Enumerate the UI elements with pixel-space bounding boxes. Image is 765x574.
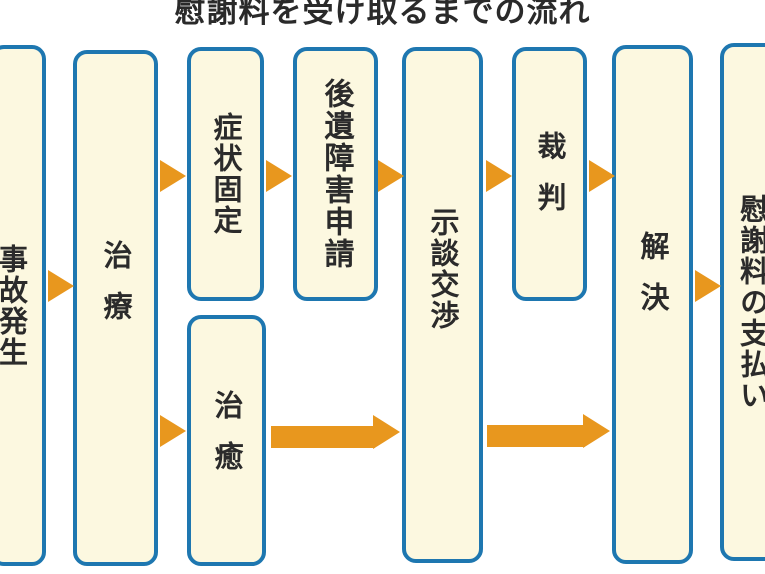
arrow-treatment-to-symptom-fixed xyxy=(160,160,186,192)
step-recovery-label: 治癒 xyxy=(210,389,244,492)
step-treatment: 治療 xyxy=(73,50,158,566)
step-resolution-label: 解決 xyxy=(636,231,670,333)
step-settlement-negotiation-label: 示談交渉 xyxy=(426,207,460,331)
arrow-treatment-to-recovery xyxy=(160,415,186,447)
arrow-recovery-to-settlement xyxy=(271,415,400,449)
step-treatment-label: 治療 xyxy=(99,240,133,342)
step-trial: 裁判 xyxy=(512,47,587,301)
arrow-accident-to-treatment xyxy=(48,270,74,302)
step-payment-label: 慰謝料の支払い xyxy=(735,193,765,411)
arrow-trial-to-resolution xyxy=(589,160,615,192)
step-payment: 慰謝料の支払い xyxy=(720,43,765,561)
arrow-head xyxy=(583,414,610,448)
step-disability-application: 後遺障害申請 xyxy=(293,47,378,301)
arrow-resolution-to-payment xyxy=(695,270,721,302)
step-accident: 事故発生 xyxy=(0,45,46,566)
arrow-shaft xyxy=(487,425,585,447)
arrow-settlement-to-trial xyxy=(486,160,512,192)
step-accident-label: 事故発生 xyxy=(0,243,29,368)
arrow-head xyxy=(373,415,400,449)
step-symptom-fixed-label: 症状固定 xyxy=(209,112,243,236)
step-resolution: 解決 xyxy=(612,45,693,564)
arrow-application-to-settlement xyxy=(378,160,404,192)
step-symptom-fixed: 症状固定 xyxy=(187,47,264,301)
arrow-settlement-to-resolution xyxy=(487,414,610,448)
step-disability-application-label: 後遺障害申請 xyxy=(318,78,354,270)
arrow-shaft xyxy=(271,426,375,448)
step-trial-label: 裁判 xyxy=(533,131,567,233)
diagram-title: 慰謝料を受け取るまでの流れ xyxy=(174,0,591,30)
step-settlement-negotiation: 示談交渉 xyxy=(402,47,483,563)
arrow-symptom-fixed-to-application xyxy=(266,160,292,192)
step-recovery: 治癒 xyxy=(187,315,266,566)
